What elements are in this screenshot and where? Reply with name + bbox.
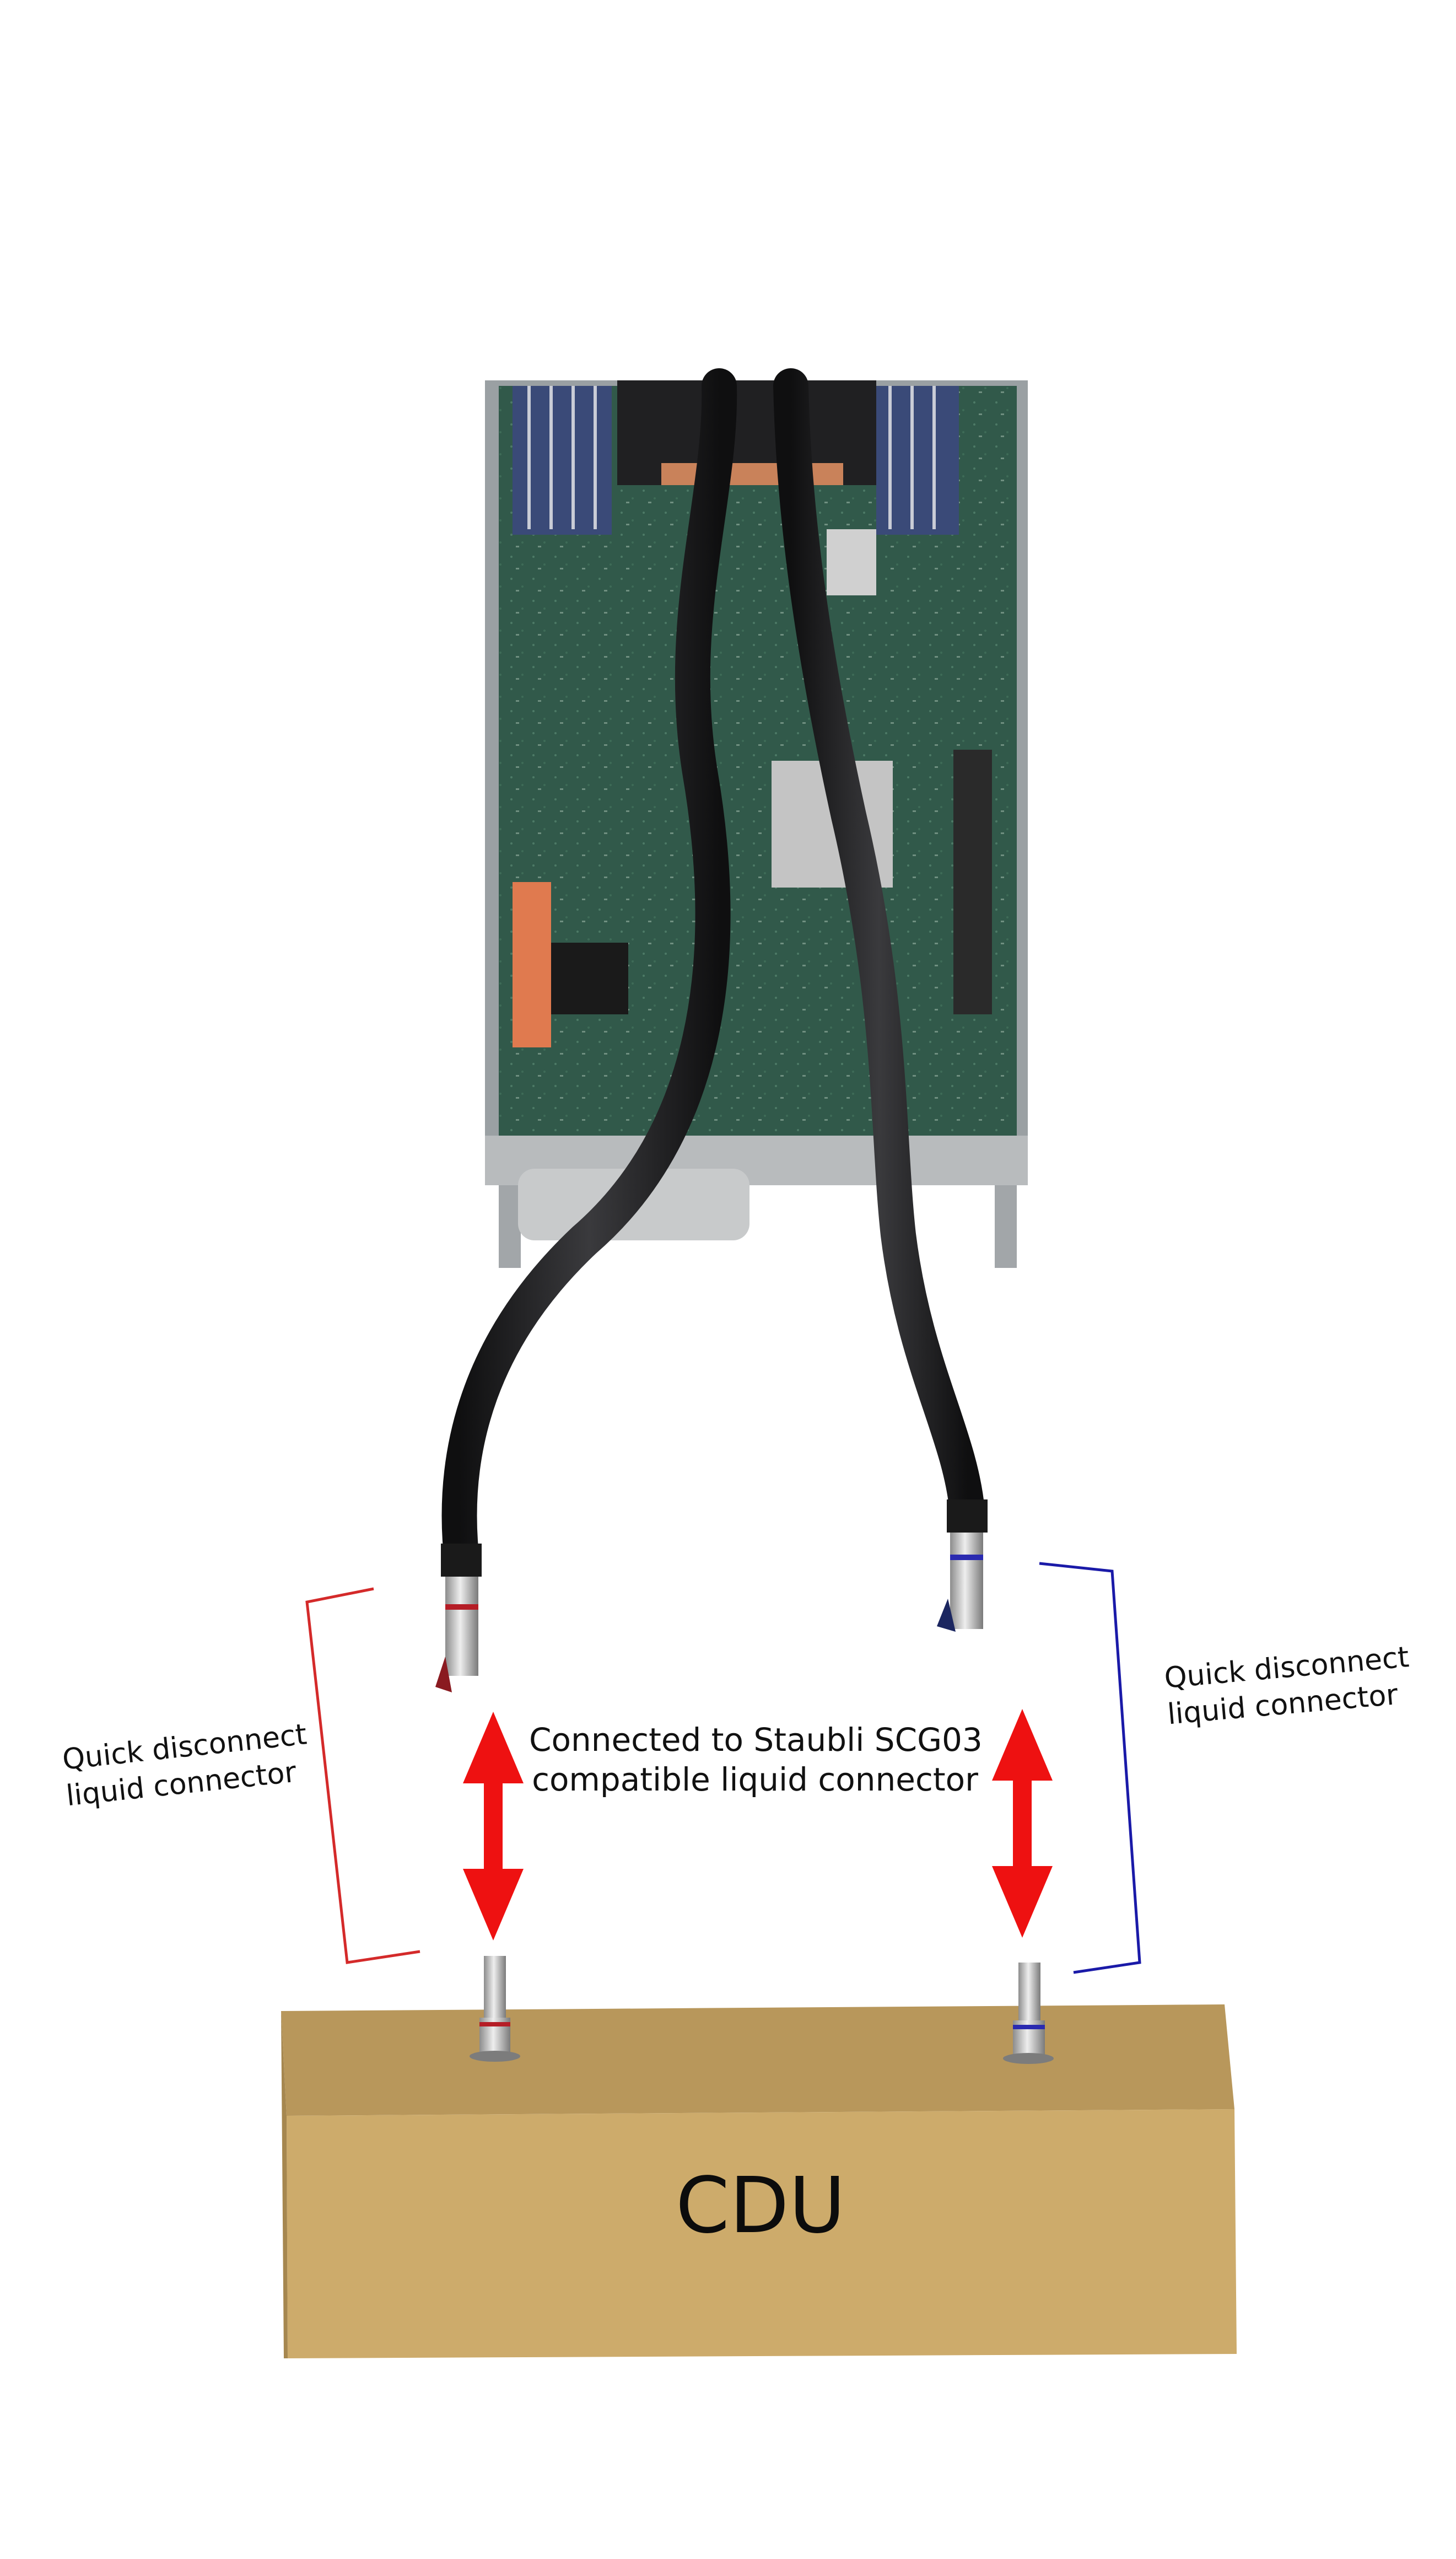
- pcie-riser: [953, 750, 992, 1014]
- quick-disconnect-coupling-right: [937, 1499, 988, 1632]
- quick-disconnect-coupling-left: [435, 1544, 482, 1692]
- handle-right: [995, 1185, 1017, 1268]
- cdu-nipple-right: [1003, 1963, 1054, 2064]
- cdu-label: CDU: [675, 2161, 846, 2251]
- cdu-nipple-left: [470, 1956, 520, 2062]
- orange-pull-tab: [513, 882, 551, 1047]
- handle-left: [499, 1185, 521, 1268]
- cdu-box: [281, 2004, 1237, 2358]
- center-connection-label: Connected to Staubli SCG03 compatible li…: [529, 1720, 983, 1799]
- cdu-side-shade: [281, 2011, 288, 2358]
- center-label-line-1: Connected to Staubli SCG03: [529, 1721, 983, 1759]
- return-hose: [773, 368, 985, 1528]
- copper-base: [661, 463, 843, 485]
- right-connector-bracket: [1039, 1562, 1141, 1974]
- center-label-line-2: compatible liquid connector: [532, 1761, 978, 1798]
- right-double-arrow-icon: [992, 1709, 1053, 1938]
- bmc-chip: [551, 943, 628, 1014]
- supply-hose: [441, 368, 737, 1578]
- cdu-top-face: [281, 2004, 1234, 2116]
- server-node: [485, 380, 1028, 1268]
- liquid-hoses: [441, 368, 985, 1578]
- left-connector-bracket: [305, 1587, 420, 1964]
- cdu-front-face: [287, 2109, 1237, 2358]
- vrm-heatsink: [827, 529, 876, 595]
- left-double-arrow-icon: [463, 1712, 524, 1940]
